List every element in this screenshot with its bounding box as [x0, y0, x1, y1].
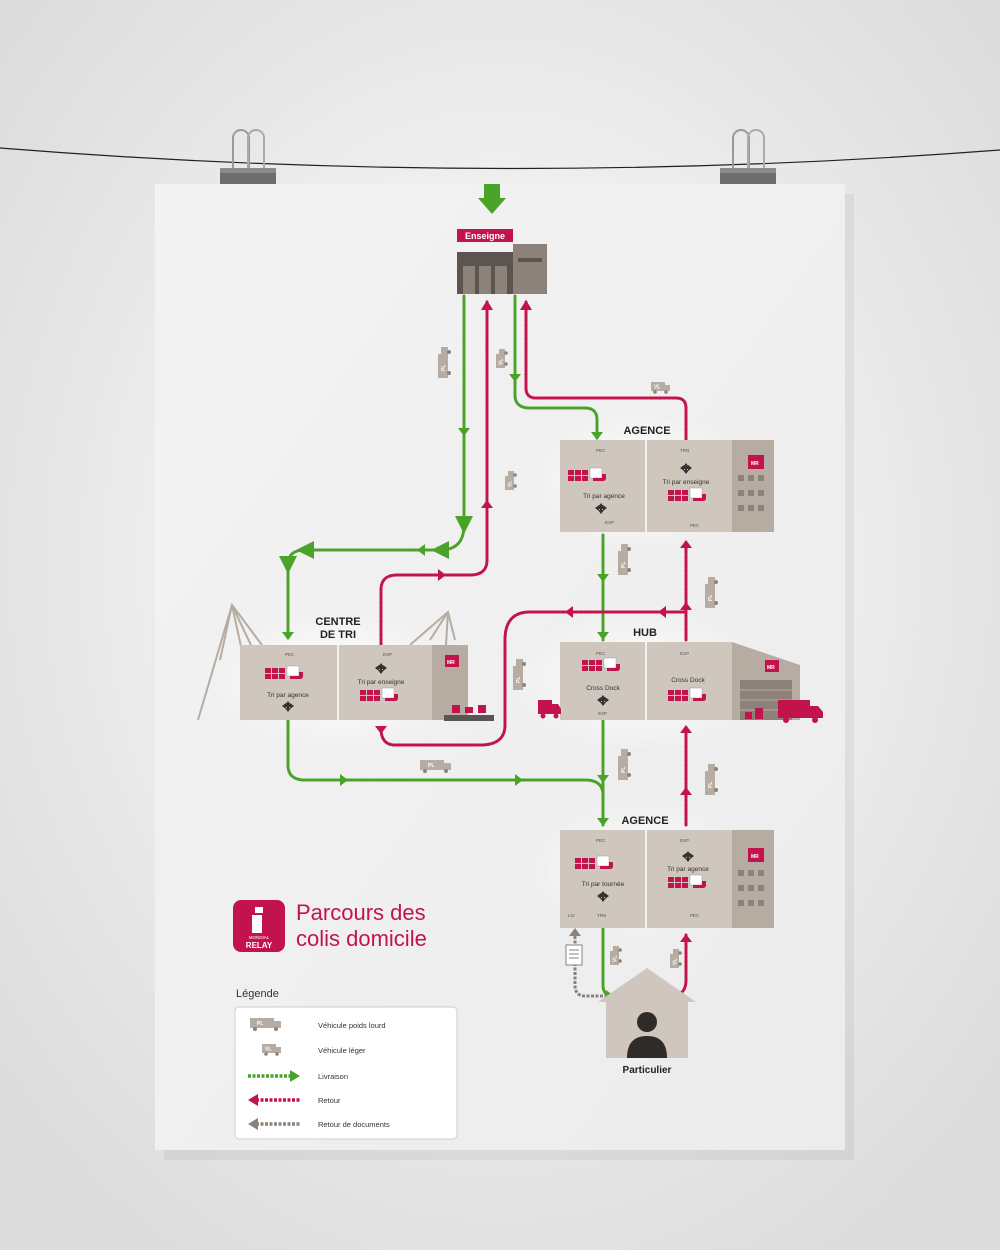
legend-title: Légende	[236, 988, 279, 1000]
svg-text:EXP: EXP	[680, 651, 689, 656]
enseigne-label: Enseigne	[465, 231, 505, 241]
hub: HUB MR PEC EXP Cross Dock EXP Cross Dock	[538, 627, 823, 723]
truck-icon-right	[778, 700, 823, 723]
svg-text:VL: VL	[673, 959, 679, 965]
svg-text:VL: VL	[654, 385, 660, 391]
document-return-flow	[569, 928, 612, 998]
svg-text:Cross Dock: Cross Dock	[671, 677, 705, 684]
truck-icon-left	[538, 700, 561, 719]
legend-item-return: Retour	[318, 1096, 341, 1105]
hanging-string	[0, 147, 1000, 170]
vehicles: PL VL VL VL PL PL PL PL PL PL VL VL	[420, 347, 718, 968]
svg-text:PL: PL	[257, 1021, 263, 1027]
svg-text:MR: MR	[767, 665, 775, 671]
legend-item-pl: Véhicule poids lourd	[318, 1021, 386, 1030]
legend-item-vl: Véhicule léger	[318, 1046, 366, 1055]
legend-item-documents: Retour de documents	[318, 1120, 390, 1129]
agence-top: AGENCE MR PEC TRN Tri par agence EXP Tri…	[560, 425, 774, 532]
document-icon	[565, 944, 583, 966]
svg-text:DE TRI: DE TRI	[320, 629, 356, 641]
svg-text:EXP: EXP	[605, 520, 614, 525]
svg-text:MR: MR	[751, 461, 759, 467]
svg-text:TRN: TRN	[597, 913, 606, 918]
svg-text:PL: PL	[621, 767, 627, 773]
hub-label: HUB	[633, 627, 657, 639]
svg-text:PL: PL	[708, 782, 714, 788]
svg-text:PEC: PEC	[690, 913, 700, 918]
particulier-house: Particulier	[598, 968, 696, 1076]
return-arrowheads	[375, 300, 692, 942]
svg-text:MR: MR	[447, 660, 455, 666]
svg-text:Tri par tournée: Tri par tournée	[582, 881, 625, 888]
svg-text:EXP: EXP	[598, 711, 607, 716]
svg-text:PL: PL	[708, 595, 714, 601]
legend-box: PL Véhicule poids lourd VL Véhicule lége…	[234, 1006, 458, 1140]
person-icon	[627, 1012, 667, 1058]
svg-text:VL: VL	[499, 359, 505, 365]
delivery-main-arrow	[478, 184, 506, 214]
svg-text:Tri par enseigne: Tri par enseigne	[358, 679, 405, 686]
legend-item-delivery: Livraison	[318, 1072, 348, 1081]
svg-text:PL: PL	[428, 763, 434, 769]
svg-text:MR: MR	[751, 854, 759, 860]
svg-text:VL: VL	[265, 1047, 271, 1053]
agence-bottom-label: AGENCE	[621, 815, 668, 827]
svg-text:MONDIAL: MONDIAL	[249, 935, 270, 940]
svg-text:PEC: PEC	[596, 448, 606, 453]
svg-text:RELAY: RELAY	[246, 941, 273, 950]
svg-text:PEC: PEC	[596, 838, 606, 843]
svg-text:TRN: TRN	[680, 448, 689, 453]
office-building-icon	[732, 440, 774, 532]
svg-text:PL: PL	[441, 365, 447, 371]
svg-text:PL: PL	[516, 677, 522, 683]
svg-text:PEC: PEC	[596, 651, 606, 656]
svg-text:Tri par agence: Tri par agence	[583, 493, 625, 500]
agence-top-label: AGENCE	[623, 425, 670, 437]
crane-right-icon	[409, 610, 456, 646]
svg-text:Tri par agence: Tri par agence	[667, 866, 709, 873]
svg-text:Cross Dock: Cross Dock	[586, 685, 620, 692]
svg-text:EXP: EXP	[680, 838, 689, 843]
svg-text:Tri par agence: Tri par agence	[267, 692, 309, 699]
svg-text:Tri par enseigne: Tri par enseigne	[663, 479, 710, 486]
svg-text:PEC: PEC	[285, 652, 295, 657]
centre-de-tri-label: CENTRE	[315, 616, 360, 628]
svg-text:LIV: LIV	[568, 913, 575, 918]
enseigne-building: Enseigne	[457, 229, 547, 294]
svg-text:PEC: PEC	[690, 523, 700, 528]
particulier-label: Particulier	[623, 1065, 672, 1076]
svg-text:EXP: EXP	[383, 652, 392, 657]
svg-text:PL: PL	[621, 562, 627, 568]
svg-text:VL: VL	[508, 481, 514, 487]
enseigne-sign	[457, 229, 513, 242]
agence-bottom: AGENCE MR PEC EXP Tri par tournée LIV TR…	[560, 815, 774, 928]
centre-de-tri: CENTRE DE TRI MR PEC EXP Tri par agence …	[197, 602, 494, 721]
poster-title-line-1: Parcours des	[296, 900, 426, 925]
svg-text:VL: VL	[613, 956, 619, 962]
mondial-relay-logo: MONDIAL RELAY	[233, 900, 285, 952]
poster-title-line-2: colis domicile	[296, 926, 427, 951]
